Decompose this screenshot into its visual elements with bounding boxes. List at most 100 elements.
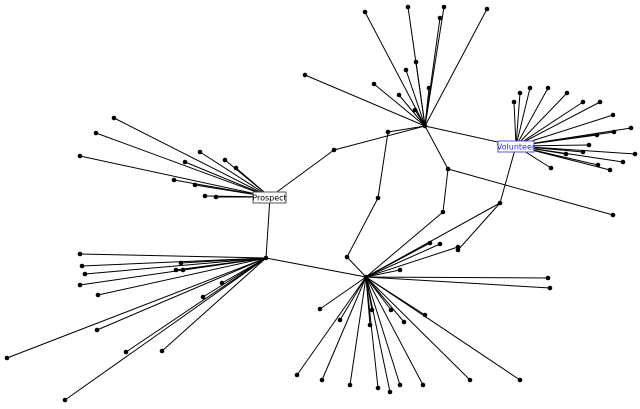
graph-node[interactable] [171, 177, 177, 183]
graph-node[interactable] [222, 157, 228, 163]
prospect-node[interactable]: Prospect [252, 191, 287, 204]
graph-node[interactable] [422, 123, 428, 129]
graph-edge [387, 125, 426, 133]
graph-node[interactable] [445, 166, 451, 172]
graph-node[interactable] [511, 99, 517, 105]
graph-node[interactable] [213, 194, 219, 200]
graph-node[interactable] [219, 280, 225, 286]
graph-node[interactable] [317, 306, 323, 312]
graph-node[interactable] [375, 195, 381, 201]
graph-node[interactable] [77, 153, 83, 159]
graph-node[interactable] [426, 85, 432, 91]
graph-node[interactable] [369, 307, 375, 313]
graph-edge [365, 243, 441, 278]
graph-node[interactable] [375, 385, 381, 391]
graph-node[interactable] [607, 167, 613, 173]
graph-node[interactable] [455, 247, 461, 253]
graph-node[interactable] [547, 285, 553, 291]
graph-node[interactable] [180, 267, 186, 273]
graph-node[interactable] [178, 260, 184, 266]
graph-node[interactable] [563, 151, 569, 157]
graph-edge [349, 276, 367, 386]
graph-node[interactable] [173, 267, 179, 273]
graph-edge [365, 276, 471, 381]
graph-node[interactable] [437, 241, 443, 247]
graph-node[interactable] [401, 319, 407, 325]
graph-edge [346, 256, 367, 278]
graph-node[interactable] [294, 372, 300, 378]
graph-node[interactable] [302, 72, 308, 78]
graph-node[interactable] [263, 255, 269, 261]
volunteer-node[interactable]: Volunteer [497, 140, 536, 153]
graph-node[interactable] [517, 90, 523, 96]
graph-node[interactable] [413, 59, 419, 65]
graph-node[interactable] [610, 212, 616, 218]
graph-node[interactable] [347, 382, 353, 388]
graph-node[interactable] [412, 107, 418, 113]
graph-node[interactable] [197, 149, 203, 155]
graph-node[interactable] [77, 282, 83, 288]
graph-node[interactable] [564, 90, 570, 96]
graph-node[interactable] [545, 275, 551, 281]
graph-edge [265, 196, 271, 259]
graph-node[interactable] [422, 312, 428, 318]
graph-node[interactable] [403, 67, 409, 73]
graph-node[interactable] [397, 267, 403, 273]
graph-node[interactable] [620, 159, 626, 165]
graph-node[interactable] [610, 112, 616, 118]
graph-node[interactable] [580, 149, 586, 155]
graph-node[interactable] [202, 193, 208, 199]
graph-node[interactable] [527, 85, 533, 91]
graph-node[interactable] [4, 355, 10, 361]
graph-node[interactable] [467, 377, 473, 383]
graph-node[interactable] [233, 165, 239, 171]
graph-node[interactable] [319, 377, 325, 383]
graph-node[interactable] [388, 307, 394, 313]
graph-node[interactable] [192, 182, 198, 188]
graph-node[interactable] [123, 349, 129, 355]
graph-node[interactable] [385, 129, 391, 135]
graph-node[interactable] [387, 389, 393, 395]
graph-edge [365, 276, 401, 386]
graph-node[interactable] [441, 4, 447, 10]
graph-node[interactable] [597, 99, 603, 105]
graph-node[interactable] [405, 4, 411, 10]
graph-node[interactable] [440, 209, 446, 215]
graph-node[interactable] [363, 274, 369, 280]
graph-node[interactable] [484, 6, 490, 12]
graph-node[interactable] [397, 382, 403, 388]
graph-node[interactable] [95, 292, 101, 298]
graph-node[interactable] [344, 254, 350, 260]
graph-node[interactable] [182, 159, 188, 165]
graph-node[interactable] [77, 251, 83, 257]
graph-node[interactable] [611, 129, 617, 135]
graph-node[interactable] [420, 382, 426, 388]
graph-node[interactable] [62, 397, 68, 403]
graph-node[interactable] [337, 317, 343, 323]
graph-node[interactable] [331, 147, 337, 153]
graph-node[interactable] [159, 348, 165, 354]
graph-node[interactable] [111, 115, 117, 121]
graph-node[interactable] [548, 165, 554, 171]
graph-node[interactable] [580, 99, 586, 105]
graph-node[interactable] [632, 151, 638, 157]
graph-node[interactable] [594, 132, 600, 138]
graph-node[interactable] [628, 125, 634, 131]
graph-node[interactable] [371, 81, 377, 87]
graph-node[interactable] [79, 263, 85, 269]
graph-edge [457, 202, 501, 251]
graph-node[interactable] [94, 327, 100, 333]
graph-node[interactable] [93, 130, 99, 136]
graph-node[interactable] [595, 162, 601, 168]
graph-node[interactable] [82, 271, 88, 277]
graph-node[interactable] [586, 142, 592, 148]
graph-node[interactable] [437, 15, 443, 21]
graph-node[interactable] [396, 92, 402, 98]
graph-node[interactable] [497, 200, 503, 206]
graph-node[interactable] [200, 294, 206, 300]
graph-node[interactable] [545, 85, 551, 91]
graph-node[interactable] [367, 322, 373, 328]
graph-node[interactable] [427, 240, 433, 246]
graph-node[interactable] [517, 377, 523, 383]
graph-node[interactable] [362, 9, 368, 15]
